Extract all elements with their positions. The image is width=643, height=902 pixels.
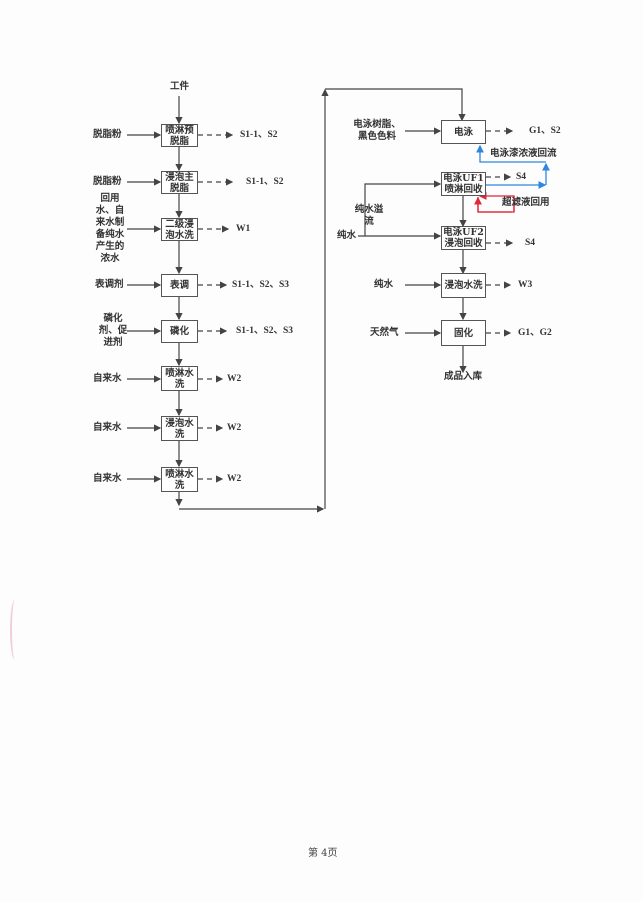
output-label: G1、S2 <box>529 126 561 136</box>
process-box-uf1-spray-recovery: 电泳UF1喷淋回收 <box>441 172 486 196</box>
blue-loop-label: 电泳漆浓液回流 <box>490 148 557 159</box>
input-label: 自来水 <box>93 373 122 384</box>
input-label: 脱脂粉 <box>93 129 122 140</box>
output-label: S1-1、S2、S3 <box>236 326 294 336</box>
output-label: W2 <box>227 474 242 484</box>
input-label: 自来水 <box>93 422 122 433</box>
input-label: 天然气 <box>370 327 399 338</box>
blue-loop <box>476 144 550 189</box>
start-label: 工件 <box>170 81 190 92</box>
output-label: S1-1、S2、S3 <box>232 280 290 290</box>
input-label: 磷化剂、促进剂 <box>98 313 128 348</box>
process-box-soak-wash-pure: 浸泡水洗 <box>441 273 486 298</box>
red-loop-label: 超滤液回用 <box>502 197 550 208</box>
process-box-surface-conditioning: 表调 <box>161 274 198 297</box>
process-box-spray-wash-1: 喷淋水洗 <box>161 366 198 391</box>
input-label: 电泳树脂、黑色色料 <box>353 119 401 142</box>
process-box-curing: 固化 <box>441 320 486 346</box>
process-box-soak-wash: 浸泡水洗 <box>161 416 198 441</box>
output-label: S1-1、S2 <box>240 130 278 140</box>
process-box-spray-predegrease: 喷淋预脱脂 <box>161 124 198 147</box>
end-label: 成品入库 <box>444 371 483 382</box>
input-label: 纯水溢流 <box>354 204 384 227</box>
output-label: W1 <box>236 224 251 234</box>
page-number: 第 4页 <box>308 848 338 859</box>
input-label: 纯水 <box>374 279 394 290</box>
input-label: 脱脂粉 <box>93 176 122 187</box>
output-label: S1-1、S2 <box>246 177 284 187</box>
output-label: S4 <box>516 172 527 182</box>
process-box-spray-wash-2: 喷淋水洗 <box>161 467 198 492</box>
process-box-electrophoresis: 电泳 <box>441 120 486 144</box>
output-label: W2 <box>227 423 242 433</box>
input-label: 纯水 <box>337 230 357 241</box>
output-label: S4 <box>525 238 536 248</box>
input-label: 回用水、自来水制备纯水产生的浓水 <box>95 193 125 264</box>
output-label: G1、G2 <box>518 328 552 338</box>
input-label: 自来水 <box>93 473 122 484</box>
process-box-phosphating: 磷化 <box>161 320 198 343</box>
output-label: W3 <box>518 280 533 290</box>
process-box-soak-degrease: 浸泡主脱脂 <box>161 171 198 194</box>
output-label: W2 <box>227 374 242 384</box>
input-label: 表调剂 <box>95 279 124 290</box>
scan-mark <box>10 600 20 660</box>
process-box-uf2-soak-recovery: 电泳UF2浸泡回收 <box>441 226 486 250</box>
process-box-two-stage-soak-wash: 二级浸泡水洗 <box>161 218 198 241</box>
red-loop <box>474 192 515 213</box>
